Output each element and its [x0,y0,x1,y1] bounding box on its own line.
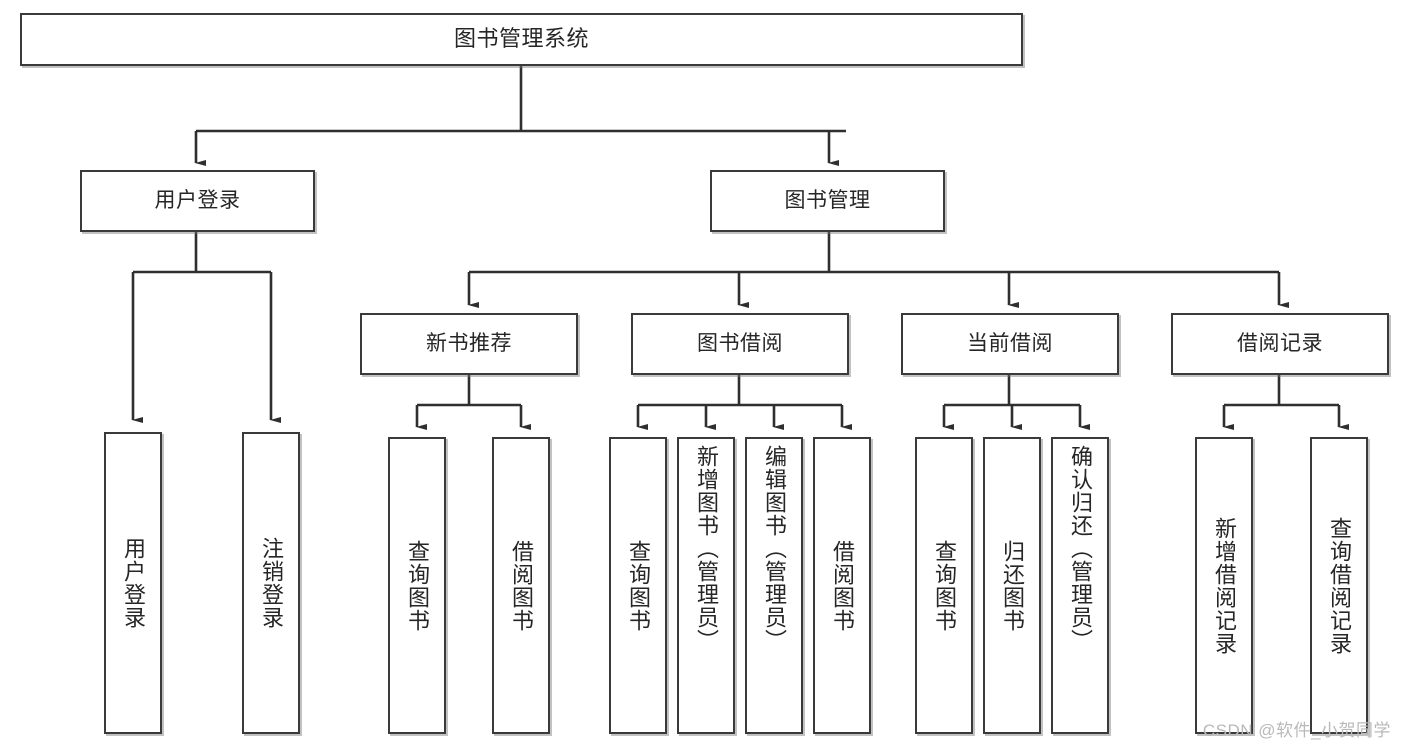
node-label: 借阅图书 [508,539,534,632]
node-root-system[interactable]: 图书管理系统 [20,13,1023,66]
node-label: 借阅记录 [1237,332,1323,356]
node-new-book-recommend[interactable]: 新书推荐 [360,313,578,375]
node-book-management[interactable]: 图书管理 [710,170,945,232]
node-leaf-edit-book-admin[interactable]: 编辑图书（管理员） [745,437,803,734]
node-leaf-user-login[interactable]: 用户登录 [104,432,162,734]
node-leaf-query-borrow-record[interactable]: 查询借阅记录 [1310,437,1368,734]
node-leaf-borrow-book[interactable]: 借阅图书 [813,437,871,734]
node-label: 图书管理 [784,189,871,213]
node-leaf-query-book-recommend[interactable]: 查询图书 [388,437,446,734]
node-leaf-add-borrow-record[interactable]: 新增借阅记录 [1195,437,1253,734]
node-label: 图书借阅 [697,332,783,356]
node-leaf-query-book-current[interactable]: 查询图书 [915,437,973,734]
node-label: 确认归还（管理员） [1067,445,1093,652]
node-label: 查询图书 [625,539,651,632]
node-leaf-borrow-book-recommend[interactable]: 借阅图书 [492,437,550,734]
node-label: 新增图书（管理员） [693,445,719,652]
node-label: 编辑图书（管理员） [761,445,787,652]
node-label: 借阅图书 [829,539,855,632]
node-leaf-add-book-admin[interactable]: 新增图书（管理员） [677,437,735,734]
node-label: 查询图书 [931,539,957,632]
node-user-login[interactable]: 用户登录 [80,170,315,232]
node-label: 新书推荐 [426,332,512,356]
node-label: 查询图书 [404,539,430,632]
node-leaf-query-book[interactable]: 查询图书 [609,437,667,734]
node-label: 用户登录 [120,537,146,629]
node-book-borrow[interactable]: 图书借阅 [631,313,849,375]
node-label: 用户登录 [154,189,241,213]
node-label: 当前借阅 [967,332,1053,356]
node-leaf-return-book[interactable]: 归还图书 [983,437,1041,734]
node-borrow-record[interactable]: 借阅记录 [1171,313,1389,375]
node-label: 归还图书 [999,539,1025,632]
node-label: 查询借阅记录 [1326,516,1352,655]
node-leaf-confirm-return-admin[interactable]: 确认归还（管理员） [1051,437,1109,734]
node-current-borrow[interactable]: 当前借阅 [901,313,1119,375]
node-label: 新增借阅记录 [1211,516,1237,655]
node-label: 图书管理系统 [453,26,589,52]
node-label: 注销登录 [258,537,284,629]
node-leaf-logout[interactable]: 注销登录 [242,432,300,734]
